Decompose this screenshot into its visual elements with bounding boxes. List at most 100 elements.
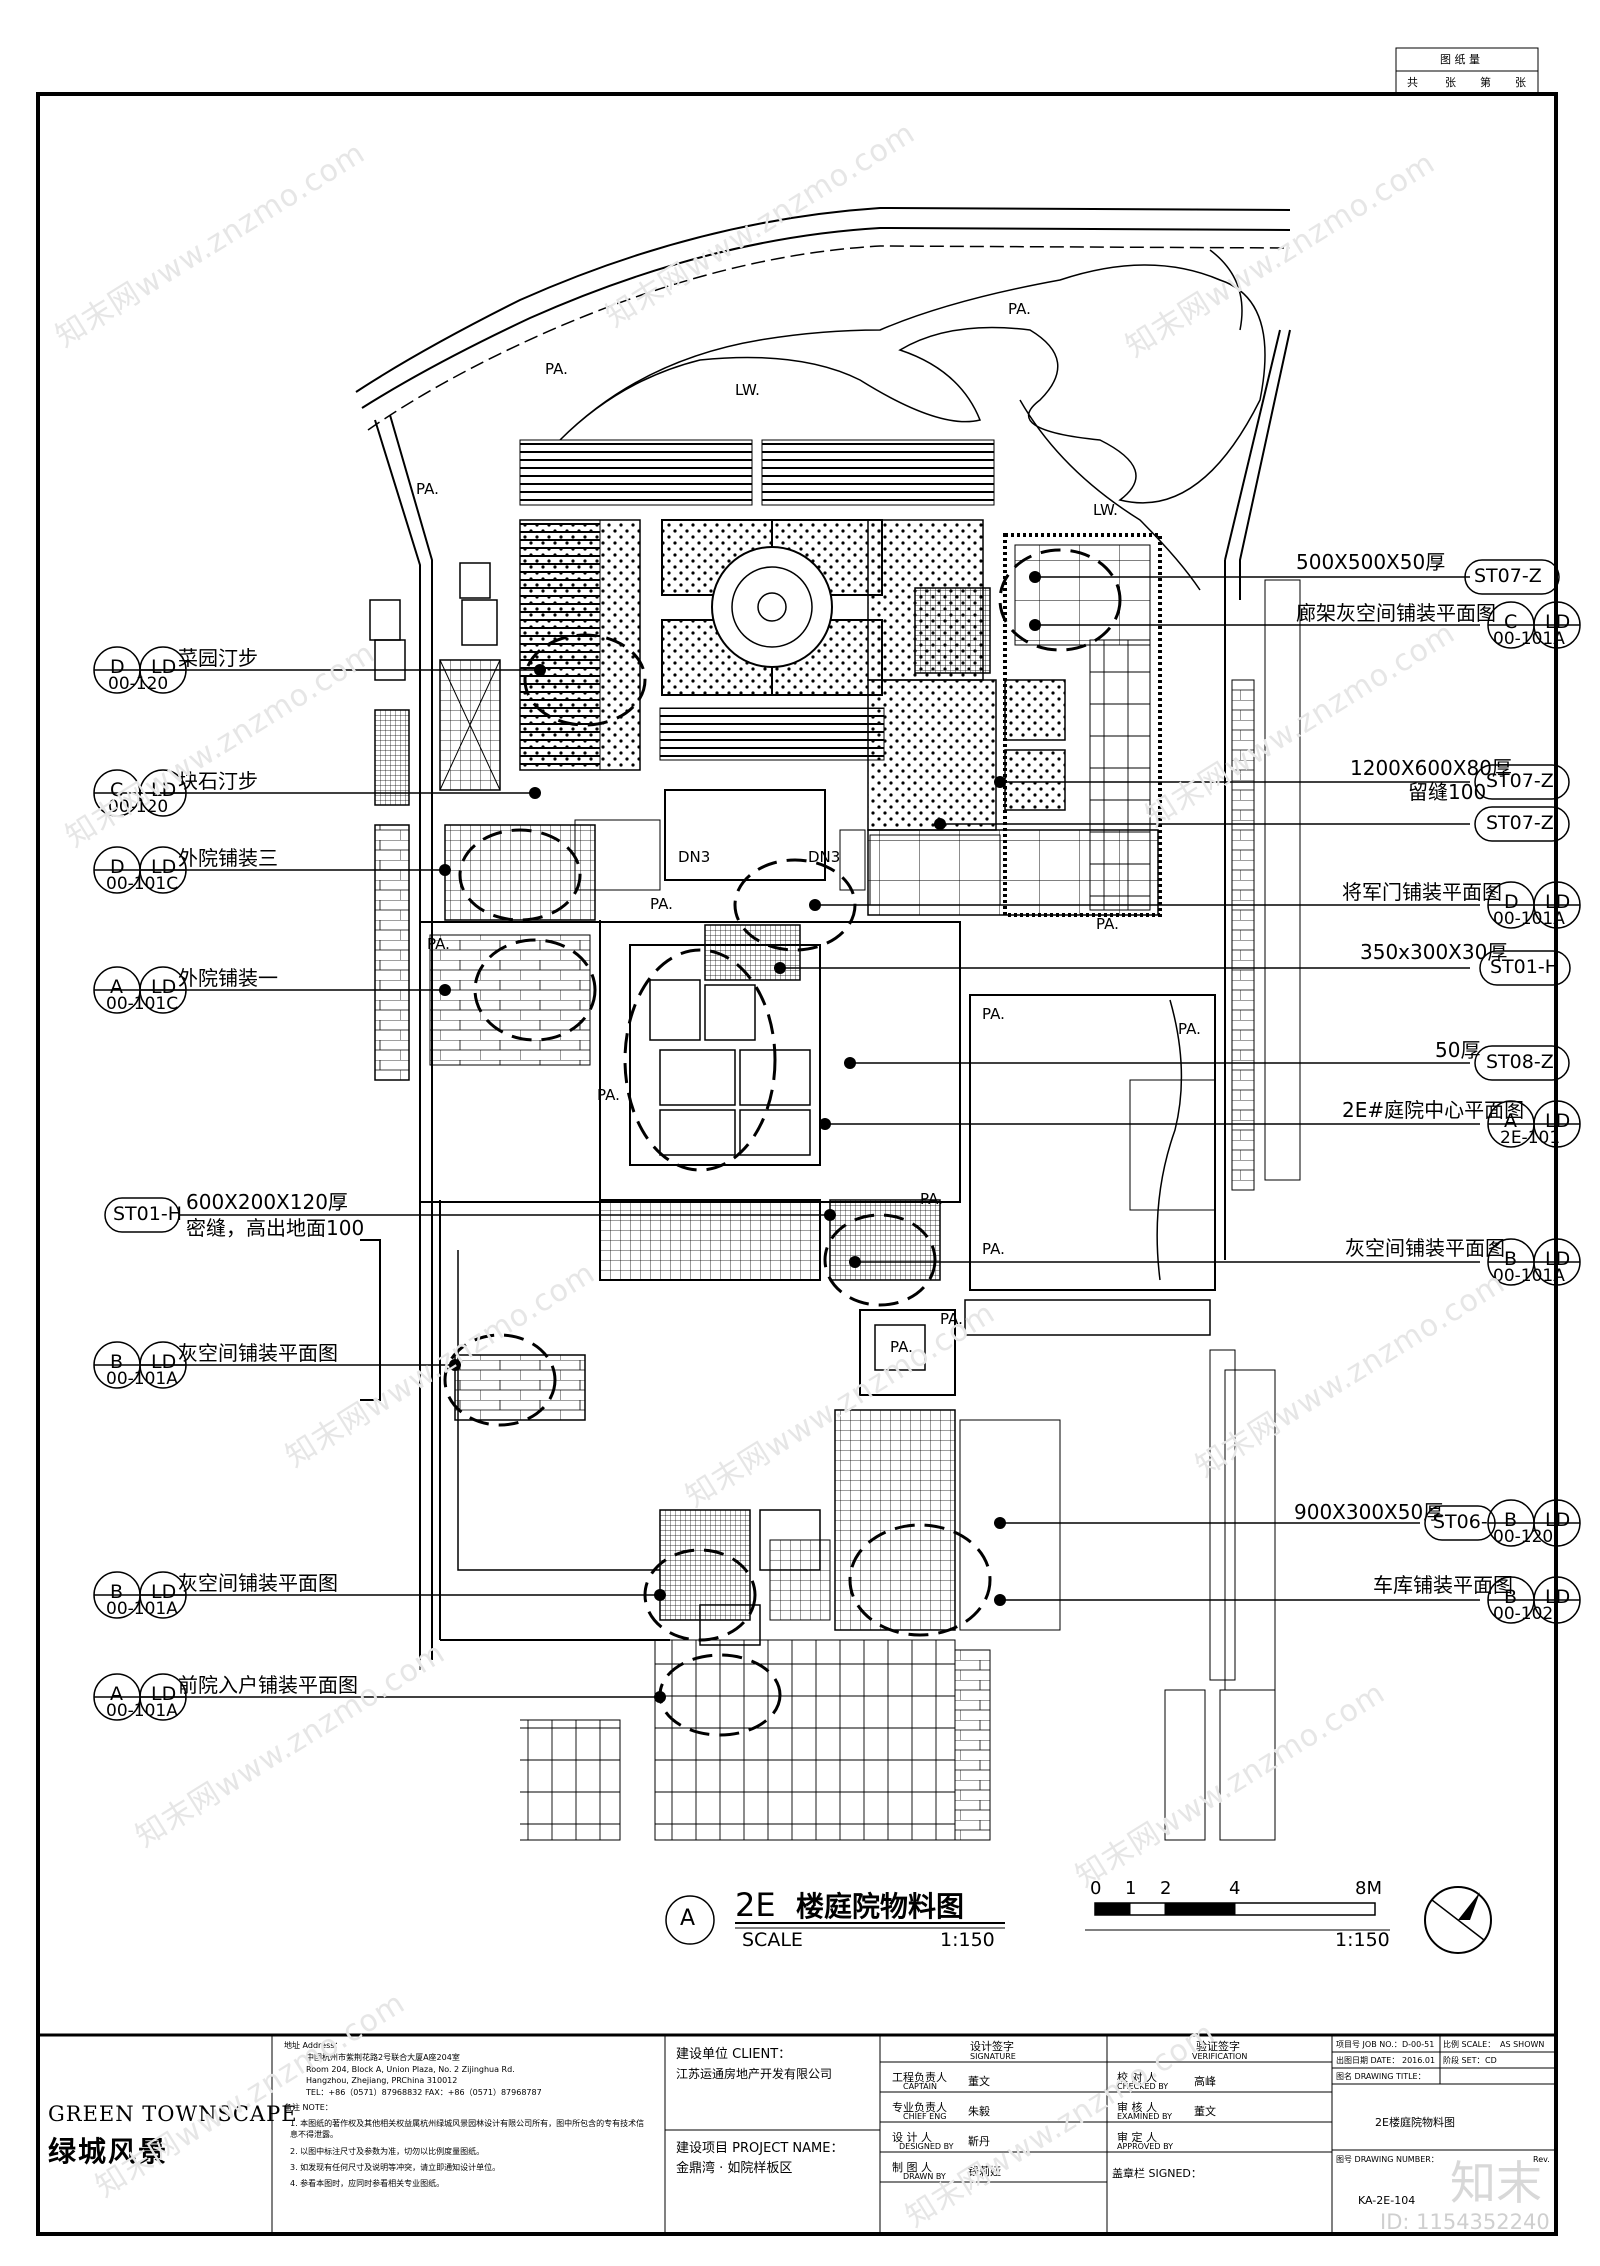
callout-text: 外院铺装三: [178, 846, 278, 870]
signature-role: 设 计 人: [892, 2131, 932, 2144]
signature-role: 工程负责人: [892, 2071, 947, 2084]
verification-role: 校 对 人: [1117, 2071, 1157, 2084]
note-item: 4. 参看本图时，应同时参看相关专业图纸。: [290, 2179, 445, 2188]
signature-en: SIGNATURE: [970, 2052, 1016, 2061]
material-tag-code[interactable]: ST07-Z: [1486, 812, 1554, 834]
area-label-pa: PA.: [1178, 1020, 1201, 1038]
watermark-brand: 知末: [1450, 2156, 1542, 2210]
area-label-pa: PA.: [982, 1240, 1005, 1258]
verification-role: 审 定 人: [1117, 2131, 1157, 2144]
callout-ref[interactable]: 00-101A: [1493, 909, 1565, 929]
callout-ref[interactable]: 00-102: [1493, 1604, 1554, 1624]
area-label-pa: PA.: [650, 895, 673, 913]
drawing-title-label: 图名 DRAWING TITLE：: [1336, 2072, 1426, 2081]
address-label: 地址 Address：: [284, 2041, 343, 2050]
signature-role: 制 图 人: [892, 2161, 932, 2174]
address-en: Room 204, Block A, Union Plaza, No. 2 Zi…: [306, 2065, 515, 2074]
callout-ref[interactable]: 00-101A: [1493, 629, 1565, 649]
callout-ref[interactable]: 00-101C: [106, 994, 179, 1014]
callout-ld: LD: [151, 856, 177, 878]
callout-ref[interactable]: 00-120: [1493, 1527, 1554, 1547]
note-item: 2. 以图中标注尺寸及参数为准，切勿以比例度量图纸。: [290, 2147, 485, 2156]
scale-tick: 4: [1229, 1878, 1241, 1899]
scale-tick: 1: [1125, 1878, 1137, 1899]
client-value: 江苏运通房地产开发有限公司: [676, 2067, 833, 2081]
job-no-label: 项目号 JOB NO.：: [1336, 2040, 1402, 2049]
callout-ref[interactable]: 00-101C: [106, 874, 179, 894]
callout-ref[interactable]: 00-101A: [106, 1701, 178, 1721]
material-spec: 50厚: [1435, 1038, 1481, 1062]
material-spec: 350x300X30厚: [1360, 940, 1508, 964]
phase-label: 阶段 SET：: [1443, 2056, 1485, 2065]
area-label-pa: PA.: [416, 480, 439, 498]
scale-tick: 0: [1090, 1878, 1102, 1899]
bar-scale-value: 1:150: [1335, 1929, 1390, 1951]
callout-ref[interactable]: 00-120: [108, 674, 169, 694]
callout-id: A: [110, 1683, 123, 1705]
project-value: 金鼎湾 · 如院样板区: [676, 2161, 793, 2176]
area-label-lw: LW.: [735, 381, 760, 399]
callout-ref[interactable]: 2E-101: [1500, 1128, 1561, 1148]
client-label: 建设单位 CLIENT：: [676, 2047, 792, 2062]
signature-name: 钱莉娅: [968, 2165, 1001, 2178]
area-label-pa: PA.: [1008, 300, 1031, 318]
verification-name: 高峰: [1194, 2075, 1216, 2088]
verification-title: 验证签字: [1196, 2040, 1240, 2053]
callout-ld: LD: [1545, 1248, 1571, 1270]
drawing-number-label: 图号 DRAWING NUMBER：: [1336, 2155, 1439, 2164]
callout-text: 灰空间铺装平面图: [178, 1571, 338, 1595]
material-tag-code[interactable]: ST07-Z: [1486, 770, 1554, 792]
material-tag-code[interactable]: ST08-Z: [1486, 1051, 1554, 1073]
signature-title: 设计签字: [970, 2040, 1014, 2053]
material-tag-code[interactable]: ST01-H: [1490, 956, 1559, 978]
signature-name: 靳丹: [968, 2135, 990, 2148]
callout-ld: LD: [151, 1581, 177, 1603]
callout-ld: LD: [1545, 611, 1571, 633]
material-spec: 500X500X50厚: [1296, 550, 1446, 574]
callout-ref[interactable]: 00-101A: [106, 1369, 178, 1389]
area-label-pa: PA.: [597, 1086, 620, 1104]
verification-role-en: CHECKED BY: [1117, 2082, 1169, 2091]
callout-ref[interactable]: 00-101A: [1493, 1266, 1565, 1286]
phase-value: CD: [1485, 2056, 1497, 2065]
rev-label: Rev.: [1533, 2155, 1550, 2164]
address-en: Hangzhou, Zhejiang, PRChina 310012: [306, 2076, 458, 2085]
material-tag-code[interactable]: ST07-Z: [1474, 565, 1542, 587]
callout-ref[interactable]: 00-120: [108, 797, 169, 817]
callout-ref[interactable]: 00-101A: [106, 1599, 178, 1619]
callout-text: 灰空间铺装平面图: [1345, 1236, 1505, 1260]
material-spec: 密缝，高出地面100: [186, 1216, 365, 1240]
drawing-number: KA-2E-104: [1358, 2194, 1416, 2207]
material-spec: 1200X600X80厚: [1350, 756, 1512, 780]
area-label-pa: PA.: [890, 1338, 913, 1356]
note-label: 备注 NOTE：: [284, 2103, 333, 2112]
sheet-count-title: 图 纸 量: [1440, 53, 1480, 66]
callout-id: B: [110, 1351, 124, 1373]
callout-ld: LD: [151, 976, 177, 998]
watermark-id: ID: 1154352240: [1380, 2210, 1550, 2234]
address-cn: 中国杭州市紫荆花路2号联合大厦A座204室: [306, 2053, 460, 2062]
material-spec: 600X200X120厚: [186, 1190, 348, 1214]
area-label-pa: PA.: [427, 935, 450, 953]
area-label-pa: PA.: [940, 1310, 963, 1328]
callout-text: 2E#庭院中心平面图: [1342, 1098, 1525, 1122]
project-label: 建设项目 PROJECT NAME：: [676, 2141, 844, 2156]
signature-role: 专业负责人: [892, 2101, 947, 2114]
note-item: 3. 如发现有任何尺寸及说明等冲突，请立即通知设计单位。: [290, 2163, 501, 2172]
signature-role-en: CAPTAIN: [903, 2082, 937, 2091]
callout-id: D: [1504, 891, 1519, 913]
callout-ld: LD: [151, 656, 177, 678]
scale-tick: 2: [1160, 1878, 1172, 1899]
callout-ld: LD: [151, 779, 177, 801]
material-tag-code[interactable]: ST06-: [1433, 1511, 1488, 1533]
area-label-pa: PA.: [1096, 915, 1119, 933]
callout-id: B: [1504, 1248, 1518, 1270]
scale-value: 1:150: [940, 1929, 995, 1951]
callout-ld: LD: [1545, 1110, 1571, 1132]
scale-tick: 8M: [1355, 1878, 1382, 1899]
callout-text: 外院铺装一: [178, 966, 278, 990]
material-tag-code[interactable]: ST01-H: [113, 1203, 182, 1225]
signature-name: 朱毅: [968, 2105, 990, 2118]
